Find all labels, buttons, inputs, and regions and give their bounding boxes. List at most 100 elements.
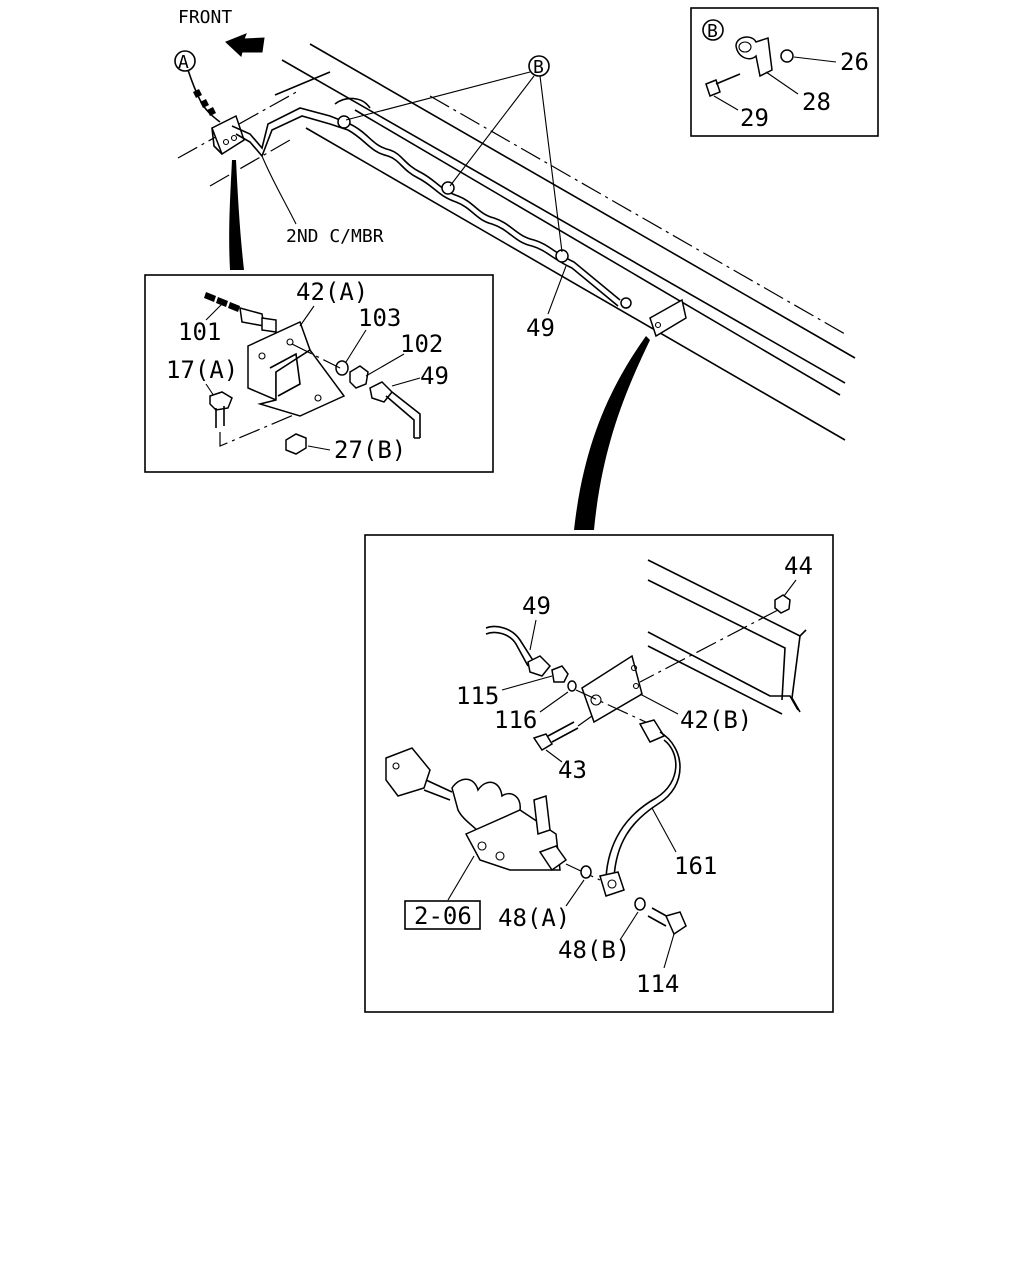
front-label: FRONT [178, 7, 232, 28]
banjo-fitting [599, 871, 625, 897]
bracket-hole [222, 138, 230, 146]
pipe-fitting [620, 297, 632, 309]
bolt-shank [715, 73, 741, 85]
detail-c-48a-label: 48(A) [498, 904, 570, 932]
inset-b-frame [690, 7, 879, 137]
leader-line [545, 749, 563, 763]
brake-pipe [235, 115, 619, 307]
cylinder-clevis [385, 747, 431, 797]
detail-c-view: 44 42(B) 49 115 116 43 [364, 534, 834, 1013]
leader-line [529, 619, 537, 651]
bracket-hole [314, 394, 322, 402]
cylinder-inlet [533, 794, 551, 836]
detail-c-116-label: 116 [494, 706, 537, 734]
pipe-49-part [485, 625, 535, 667]
detail-a-pointer [229, 160, 244, 270]
detail-a-42a-label: 42(A) [296, 278, 368, 306]
detail-a-view: 101 42(A) 103 102 49 17(A) 27( [144, 274, 494, 473]
bolt-17a-part [209, 391, 233, 411]
detail-a-102-label: 102 [400, 330, 443, 358]
detail-c-frame [364, 534, 834, 1013]
frame-rail-section [647, 579, 786, 701]
detail-a-101-label: 101 [178, 318, 221, 346]
inset-b-28-label: 28 [802, 88, 831, 116]
leader-line [663, 933, 675, 969]
ref-2-06-box [404, 900, 481, 930]
leader-line [501, 675, 553, 691]
detail-a-frame [144, 274, 494, 473]
leader-line [345, 329, 367, 363]
inset-b-26-label: 26 [840, 48, 869, 76]
frame-rail-section [799, 629, 807, 637]
bracket-hole [230, 134, 238, 142]
frame-rail-centerline [209, 139, 291, 187]
bolt-43-part [532, 733, 554, 752]
nut-115-part [551, 665, 569, 683]
bracket-42b-part [581, 654, 643, 724]
hose-161-part [605, 739, 677, 879]
frame-rail-section [647, 559, 801, 713]
frame-rail-centerline [177, 89, 301, 159]
inset-b-tag-circle [702, 19, 724, 41]
leader-line [345, 71, 531, 121]
hose-161-part [613, 731, 681, 879]
nut-26-part [780, 49, 794, 63]
leader-line [639, 693, 679, 715]
bracket-hole [286, 338, 294, 346]
washer-103-part [335, 360, 349, 376]
bolt-shank [215, 406, 225, 428]
frame-rail-line [281, 59, 846, 384]
hose-nut [261, 317, 277, 333]
bracket-hole [630, 664, 638, 672]
leader-line [205, 383, 215, 397]
mount-hole [477, 841, 487, 851]
leader-line [365, 353, 405, 377]
leader-line [391, 377, 421, 387]
frame-rail-line [354, 109, 841, 396]
callout-b-label: B [533, 57, 544, 78]
washer-116-part [567, 680, 577, 692]
detail-a-27b-label: 27(B) [334, 436, 406, 464]
pipe-49-nut [527, 655, 552, 677]
main-frame-view: FRONT A B [174, 7, 856, 530]
detail-c-44-label: 44 [784, 552, 813, 580]
detail-c-43-label: 43 [558, 756, 587, 784]
assembly-centerline [219, 413, 297, 447]
leader-line [651, 807, 677, 853]
frame-rail-section [647, 631, 799, 711]
nut-27b-part [285, 433, 307, 455]
detail-c-161-label: 161 [674, 852, 717, 880]
assembly-centerline [575, 689, 651, 725]
leader-line [713, 95, 739, 111]
bracket-42a-flange [257, 348, 346, 417]
detail-c-48b-label: 48(B) [558, 936, 630, 964]
leader-line [307, 445, 331, 451]
leader-line [447, 855, 475, 901]
detail-c-49-label: 49 [522, 592, 551, 620]
leader-line [783, 579, 797, 597]
leader-line [205, 303, 223, 321]
clevis-hole [392, 762, 400, 770]
braided-hose-icon [193, 89, 216, 116]
nut-102-part [349, 365, 369, 389]
assembly-centerline [577, 715, 593, 727]
leader-line [793, 56, 837, 63]
pipe-clip-part [735, 36, 773, 78]
leader-line [547, 265, 567, 315]
cylinder-rod [423, 779, 453, 801]
bracket-hole [590, 694, 602, 706]
bracket-hole [654, 321, 662, 329]
hose-fitting [239, 306, 265, 327]
bracket-hole [632, 682, 640, 690]
front-arrow-icon [225, 33, 265, 57]
detail-c-pointer [574, 336, 650, 530]
hose-fitting [638, 719, 666, 743]
assembly-centerline [639, 609, 779, 683]
clip-bore [738, 41, 752, 53]
brake-pipe [231, 107, 621, 301]
nut-44-part [774, 594, 791, 614]
part-49-label: 49 [526, 314, 555, 342]
detail-a-17a-label: 17(A) [166, 356, 238, 384]
frame-rail-line [305, 127, 846, 441]
